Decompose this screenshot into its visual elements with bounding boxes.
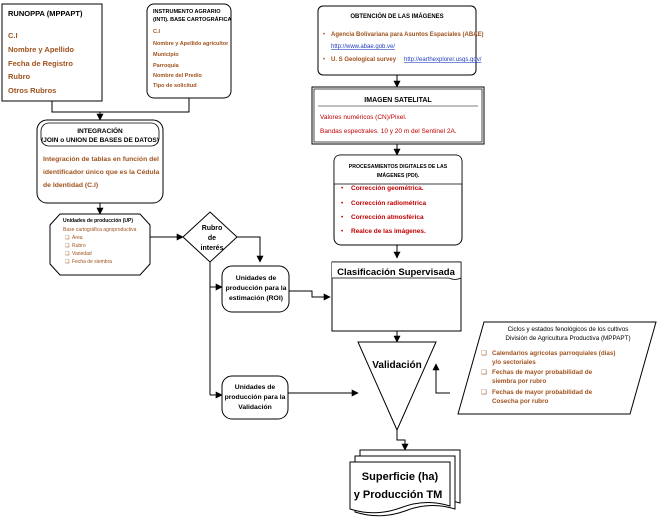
superficie-box: Superficie (ha) y Producción TM xyxy=(349,449,461,517)
instrumento-title-line2: (INTI). BASE CARTOGRÁFICA xyxy=(153,16,231,23)
ciclos-item2-line2: siembra por rubro xyxy=(492,378,546,385)
runoppa-title: RUNOPPA (MPPAPT) xyxy=(8,9,83,18)
instrumento-item: Parroquia xyxy=(153,63,180,69)
clasificacion-box: Clasificación Supervisada xyxy=(331,261,462,332)
rubro-line2: de xyxy=(208,235,216,242)
connector-rubro-roi xyxy=(237,236,264,263)
obtencion-item2: U. S Geological survey xyxy=(331,57,397,63)
bullet-icon: • xyxy=(341,214,344,221)
checkbox-icon: ❑ xyxy=(481,350,487,357)
integracion-title-line1: INTEGRACIÓN xyxy=(77,126,123,135)
imagen-line2: Bandas espectrales. 10 y 20 m del Sentin… xyxy=(320,128,457,135)
instrumento-title-line1: INSTRUMENTO AGRARIO xyxy=(153,9,221,15)
connector-roi-clasificacion xyxy=(289,290,331,301)
integracion-box: INTEGRACIÓN (JOIN o UNION DE BASES DE DA… xyxy=(36,119,164,204)
procesamientos-box: PROCESAMIENTOS DIGITALES DE LAS IMÁGENES… xyxy=(333,154,463,246)
instrumento-item: Tipo de solicitud xyxy=(153,83,197,89)
val-units-line2: producción para la xyxy=(225,394,286,401)
obtencion-item1: Agencia Bolivariana para Asuntos Espacia… xyxy=(331,32,484,38)
instrumento-box: INSTRUMENTO AGRARIO (INTI). BASE CARTOGR… xyxy=(146,3,232,99)
checkbox-icon: ❑ xyxy=(65,243,70,249)
checkbox-icon: ❑ xyxy=(481,389,487,396)
val-units-box: Unidades de producción para la Validació… xyxy=(221,375,289,420)
bullet-icon: • xyxy=(323,57,325,63)
integracion-body-line1: Integración de tablas en función del xyxy=(43,156,159,163)
roi-line3: estimación (ROI) xyxy=(229,295,283,302)
obtencion-link1[interactable]: http://www.abae.gob.ve/ xyxy=(331,44,395,50)
up-subtitle: Base cartográfica agroproductiva xyxy=(63,227,137,233)
runoppa-box: RUNOPPA (MPPAPT) C.I Nombre y Apellido F… xyxy=(1,3,103,102)
procesamientos-item: Realce de las imágenes. xyxy=(351,228,426,235)
checkbox-icon: ❑ xyxy=(481,369,487,376)
up-item: Fecha de siembra xyxy=(72,259,112,265)
up-box: Unidades de producción (UP) Base cartogr… xyxy=(49,213,151,276)
runoppa-item: Nombre y Apellido xyxy=(8,45,74,54)
instrumento-item: Municipio xyxy=(153,52,179,58)
connector-runoppa-integracion xyxy=(51,101,104,121)
runoppa-item: Rubro xyxy=(8,72,30,81)
up-item: Variedad xyxy=(72,251,92,257)
checkbox-icon: ❑ xyxy=(65,251,70,257)
imagen-line1: Valores numéricos (CN)/Pixel. xyxy=(320,114,407,121)
checkbox-icon: ❑ xyxy=(65,259,70,265)
bullet-icon: • xyxy=(323,32,325,38)
ciclos-item3-line2: Cosecha por rubro xyxy=(492,398,548,405)
procesamientos-item: Corrección atmosférica xyxy=(351,214,424,221)
roi-line2: producción para la xyxy=(226,285,287,292)
up-item: Área xyxy=(72,234,83,241)
connector-validacion-superficie xyxy=(396,430,409,451)
ciclos-item3-line1: Fechas de mayor probabilidad de xyxy=(492,389,593,396)
connector-instrumento-integracion xyxy=(100,98,190,113)
roi-box: Unidades de producción para la estimació… xyxy=(221,265,290,313)
roi-line1: Unidades de xyxy=(236,275,277,282)
ciclos-item1-line1: Calendarios agrícolas parroquiales (días… xyxy=(492,350,616,357)
checkbox-icon: ❑ xyxy=(65,235,70,241)
superficie-line1: Superficie (ha) xyxy=(362,471,439,483)
procesamientos-item: Corrección geométrica. xyxy=(351,185,424,192)
runoppa-item: Fecha de Registro xyxy=(8,59,73,68)
procesamientos-title-line1: PROCESAMIENTOS DIGITALES DE LAS xyxy=(349,164,448,170)
connectors xyxy=(51,75,450,451)
validacion-node: Validación xyxy=(357,341,437,432)
rubro-line3: interés xyxy=(201,245,224,252)
superficie-line2: y Producción TM xyxy=(354,489,443,501)
up-title: Unidades de producción (UP) xyxy=(63,218,133,224)
obtencion-title: OBTENCIÓN DE LAS IMÁGENES xyxy=(350,12,443,20)
instrumento-item: Nombre y Apellido agricultor xyxy=(153,41,229,47)
rubro-decision: Rubro de interés xyxy=(182,211,238,263)
integracion-body-line2: identificador único que es la Cédula xyxy=(43,169,160,176)
bullet-icon: • xyxy=(341,228,344,235)
integracion-body-line3: de Identidad (C.I) xyxy=(43,182,98,189)
bullet-icon: • xyxy=(341,200,344,207)
ciclos-title-line1: Ciclos y estados fenológicos de los cult… xyxy=(508,326,629,333)
val-units-line3: Validación xyxy=(238,404,272,411)
imagen-title: IMAGEN SATELITAL xyxy=(364,97,432,104)
imagen-box: IMAGEN SATELITAL Valores numéricos (CN)/… xyxy=(311,86,485,145)
bullet-icon: • xyxy=(341,185,344,192)
rubro-line1: Rubro xyxy=(202,225,223,232)
runoppa-item: C.I xyxy=(8,31,18,40)
integracion-title-line2: (JOIN o UNION DE BASES DE DATOS) xyxy=(41,137,159,144)
obtencion-box: OBTENCIÓN DE LAS IMÁGENES • Agencia Boli… xyxy=(317,5,484,76)
val-units-line1: Unidades de xyxy=(235,384,276,391)
obtencion-link2[interactable]: http://earthexplorer.usgs.gov/ xyxy=(404,57,482,63)
procesamientos-item: Corrección radiométrica xyxy=(351,200,427,207)
ciclos-box: Ciclos y estados fenológicos de los cult… xyxy=(457,321,657,415)
validacion-label: Validación xyxy=(372,360,421,371)
up-item: Rubro xyxy=(72,243,86,249)
connector-ciclos-validacion xyxy=(432,363,450,394)
ciclos-item2-line1: Fechas de mayor probabilidad de xyxy=(492,369,593,376)
instrumento-item: C.I xyxy=(153,29,161,35)
clasificacion-label: Clasificación Supervisada xyxy=(337,267,455,278)
instrumento-item: Nombre del Predio xyxy=(153,73,203,79)
ciclos-title-line2: División de Agricultura Productiva (MPPA… xyxy=(505,335,630,342)
ciclos-item1-line2: y/o sectoriales xyxy=(492,359,536,366)
runoppa-item: Otros Rubros xyxy=(8,86,56,95)
procesamientos-title-line2: IMÁGENES (PDI). xyxy=(377,172,420,179)
